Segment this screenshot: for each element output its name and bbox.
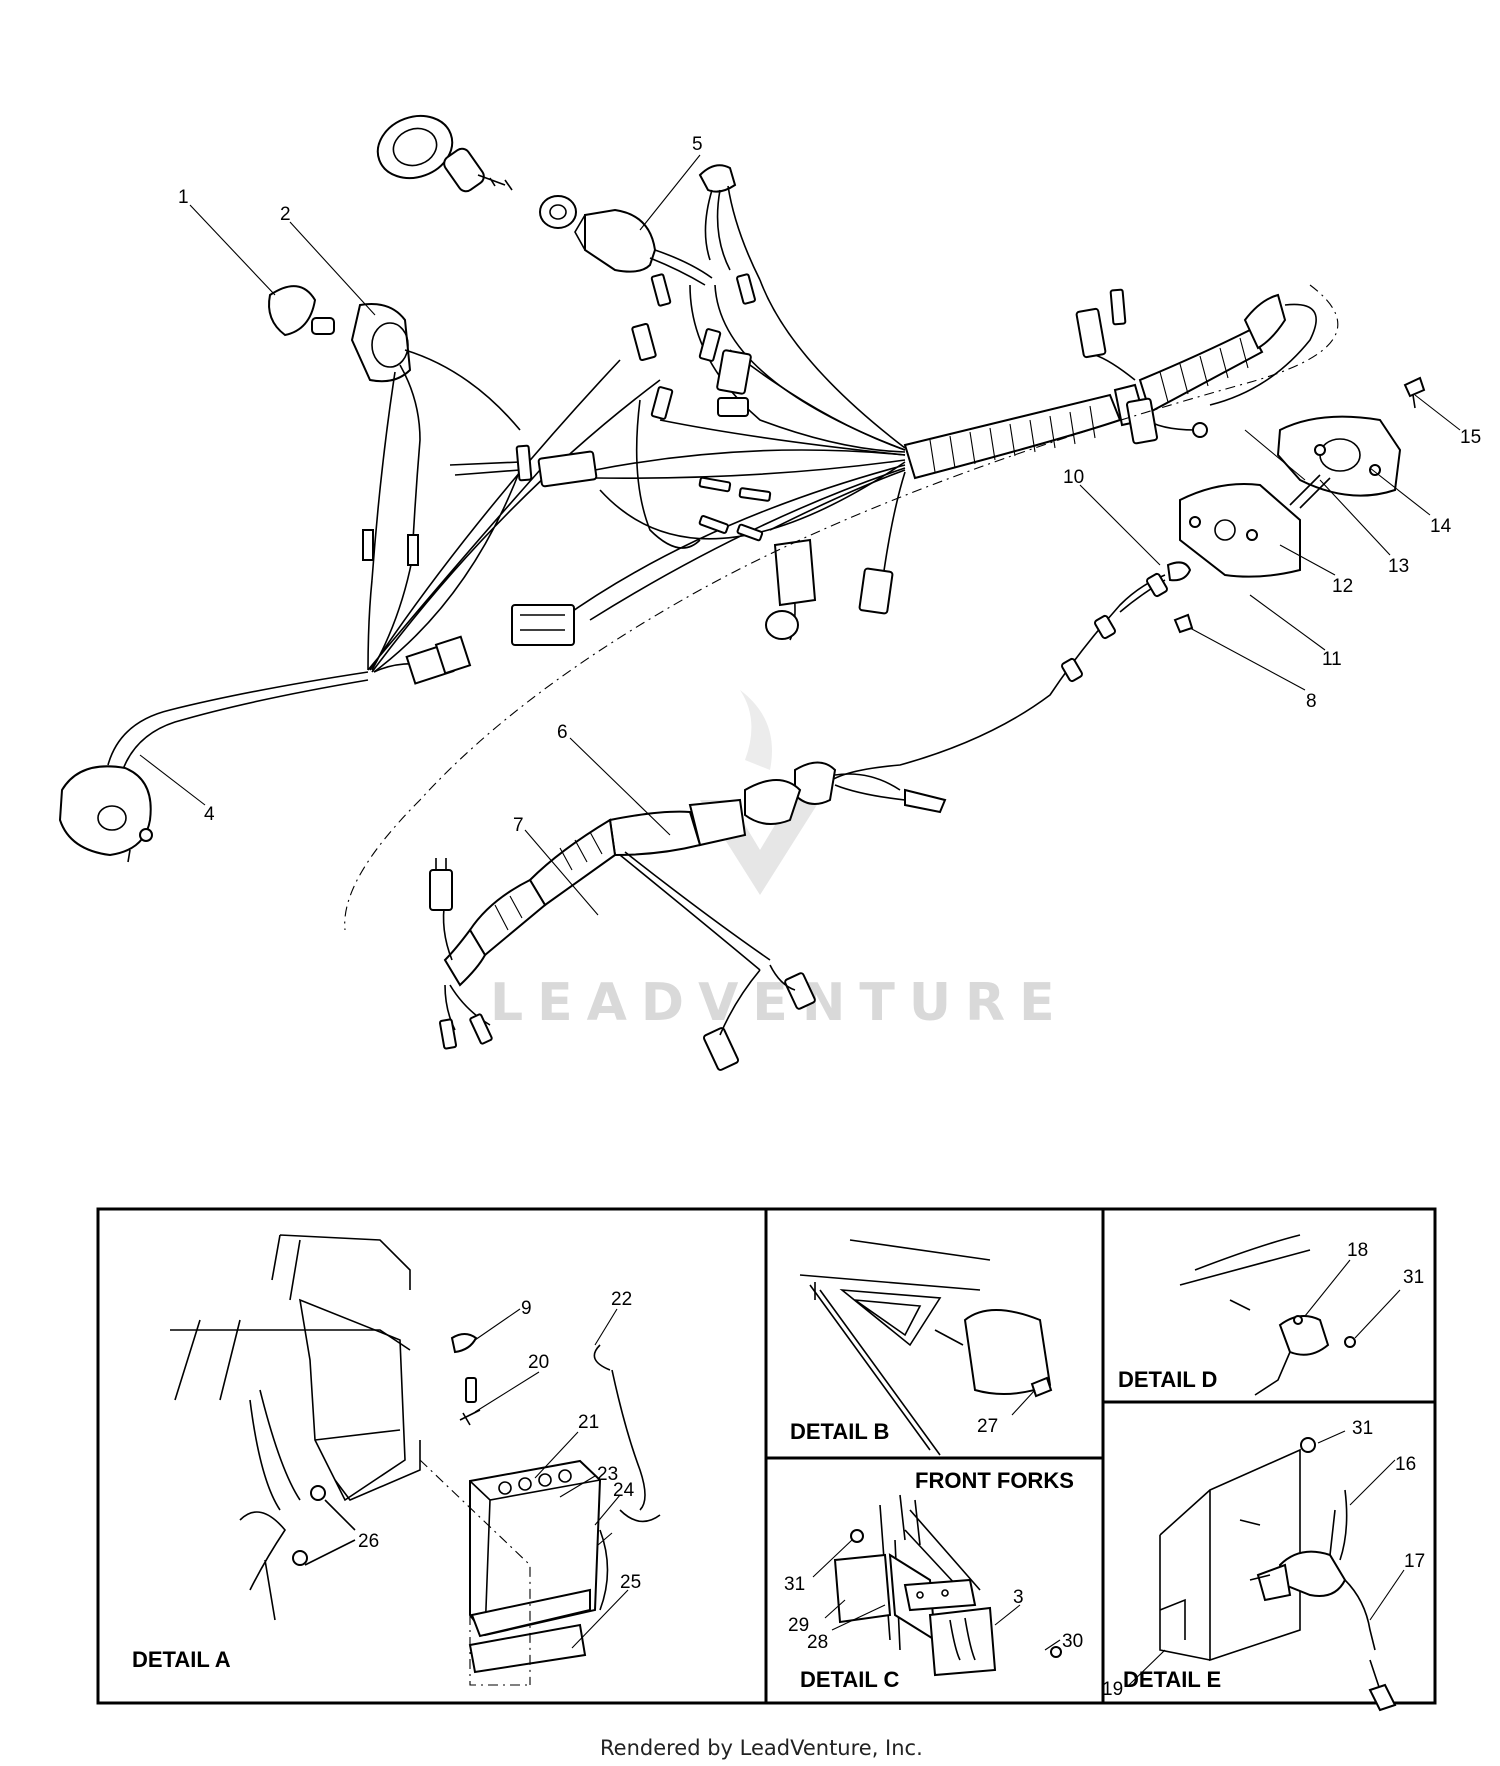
lower-harness — [429, 761, 947, 1071]
callout-6: 6 — [557, 722, 568, 743]
callout-25: 25 — [620, 1572, 641, 1593]
detail-d-label: DETAIL D — [1118, 1367, 1217, 1392]
callout-21: 21 — [578, 1412, 599, 1433]
right-assembly — [824, 376, 1426, 786]
detail-c-label: DETAIL C — [800, 1667, 900, 1692]
detail-a: 9 20 21 23 24 22 25 26 DETAIL A — [132, 1234, 661, 1686]
callout-10: 10 — [1063, 467, 1084, 488]
callout-12: 12 — [1332, 576, 1353, 597]
callout-13: 13 — [1388, 556, 1409, 577]
callout-9: 9 — [521, 1298, 532, 1319]
detail-a-label: DETAIL A — [132, 1647, 231, 1672]
callout-3: 3 — [1013, 1587, 1024, 1608]
detail-b-label: DETAIL B — [790, 1419, 889, 1444]
detail-e: 31 16 17 19 DETAIL E — [1102, 1418, 1425, 1712]
front-forks-label: FRONT FORKS — [915, 1468, 1074, 1493]
callout-17: 17 — [1404, 1551, 1425, 1572]
callout-18: 18 — [1347, 1240, 1368, 1261]
callout-16: 16 — [1395, 1454, 1416, 1475]
detail-b: 27 DETAIL B — [790, 1239, 1053, 1456]
callout-7: 7 — [513, 815, 524, 836]
callout-27: 27 — [977, 1416, 998, 1437]
callout-14: 14 — [1430, 516, 1452, 537]
detail-e-label: DETAIL E — [1123, 1667, 1221, 1692]
callout-8: 8 — [1306, 691, 1317, 712]
callout-31-e: 31 — [1352, 1418, 1373, 1439]
callout-28: 28 — [807, 1632, 828, 1653]
upper-callouts: 1 2 5 4 10 15 14 13 12 11 8 6 7 — [178, 134, 1481, 836]
main-harness — [58, 114, 1339, 931]
callout-22: 22 — [611, 1289, 632, 1310]
callout-24: 24 — [613, 1480, 635, 1501]
callout-11: 11 — [1322, 649, 1342, 670]
footer-credit: Rendered by LeadVenture, Inc. — [600, 1736, 923, 1760]
detail-d: 18 31 DETAIL D — [1118, 1234, 1424, 1396]
callout-5: 5 — [692, 134, 703, 155]
detail-panels: 9 20 21 23 24 22 25 26 DETAIL A 27 DETAI… — [96, 1207, 1437, 1712]
callout-2: 2 — [280, 204, 291, 225]
callout-4: 4 — [204, 804, 215, 825]
callout-20: 20 — [528, 1352, 549, 1373]
detail-c: FRONT FORKS 31 29 28 3 30 DETAIL C — [784, 1468, 1083, 1692]
callout-29: 29 — [788, 1615, 809, 1636]
callout-15: 15 — [1460, 427, 1481, 448]
watermark-text: LEADVENTURE — [490, 973, 1069, 1033]
callout-1: 1 — [178, 187, 189, 208]
callout-19: 19 — [1102, 1679, 1123, 1700]
callout-23: 23 — [597, 1464, 618, 1485]
callout-31-c: 31 — [784, 1574, 805, 1595]
callout-31-d: 31 — [1403, 1267, 1424, 1288]
callout-30: 30 — [1062, 1631, 1083, 1652]
leader-lines — [139, 154, 1461, 916]
callout-26: 26 — [358, 1531, 379, 1552]
